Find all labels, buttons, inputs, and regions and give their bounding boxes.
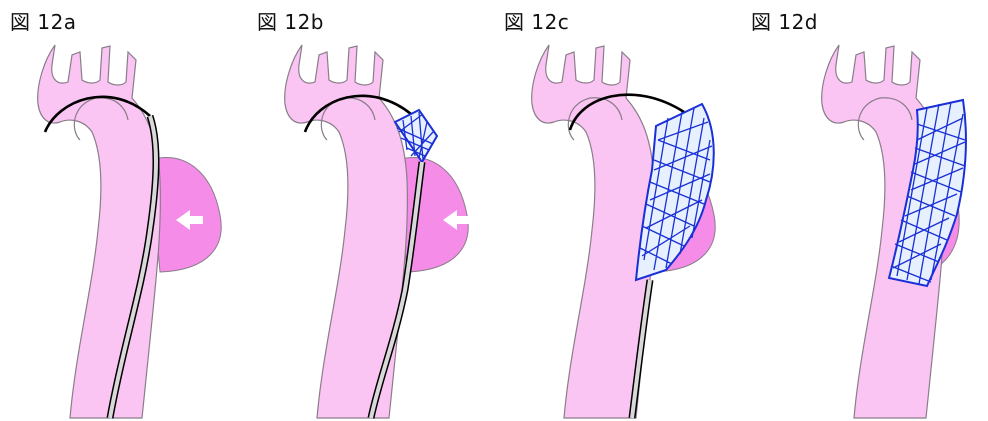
aorta-illustration <box>0 0 247 421</box>
aorta-body <box>38 45 161 418</box>
aorta-illustration <box>494 0 741 421</box>
panel-12d: 図 12d <box>741 0 988 421</box>
panel-12b: 図 12b <box>247 0 494 421</box>
aorta-illustration <box>247 0 494 421</box>
panel-12a: 図 12a <box>0 0 247 421</box>
aorta-illustration <box>741 0 988 421</box>
panel-12c: 図 12c <box>494 0 741 421</box>
